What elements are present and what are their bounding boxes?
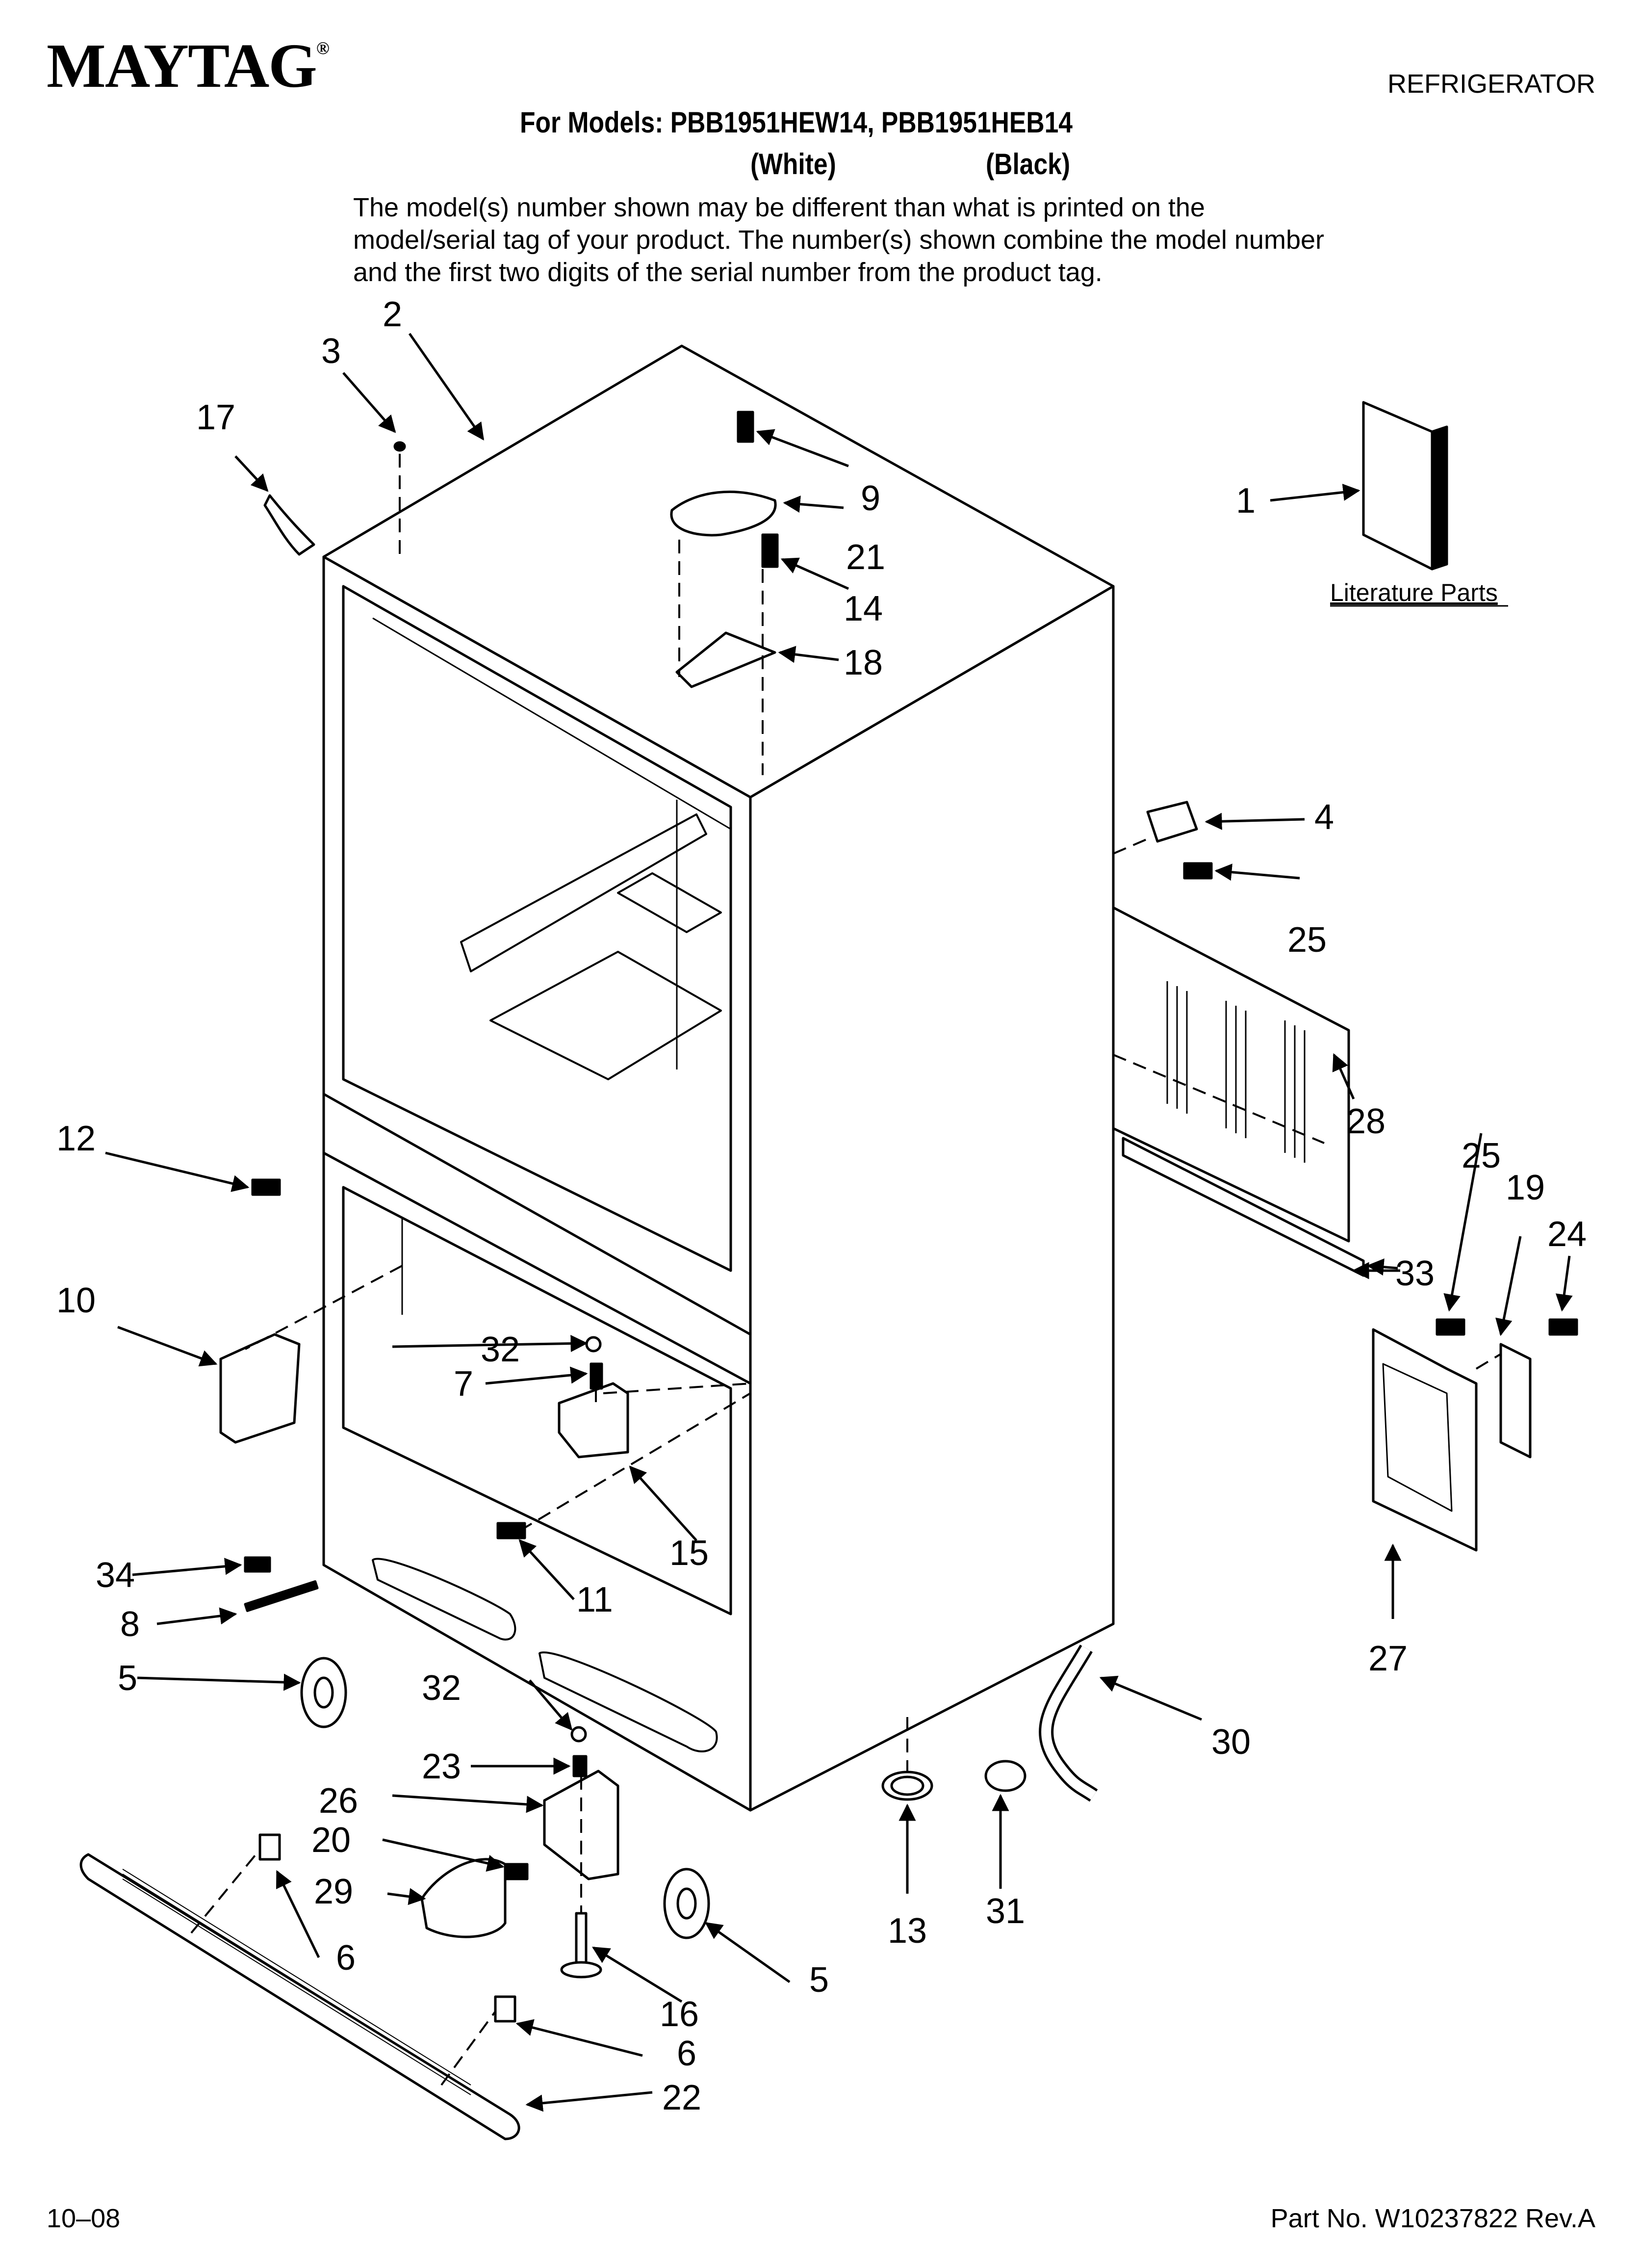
- callout-15: 15: [669, 1534, 709, 1573]
- callout-19: 19: [1506, 1168, 1545, 1207]
- callout-34: 34: [96, 1556, 135, 1595]
- callout-32b: 32: [481, 1330, 520, 1369]
- callout-25a: 25: [1287, 920, 1327, 960]
- category-label: REFRIGERATOR: [1387, 69, 1595, 99]
- callout-16: 16: [660, 1995, 699, 2034]
- callout-29: 29: [314, 1872, 353, 1911]
- grille-slats: [122, 1869, 471, 2095]
- callout-numbers: 1 2 3 4 5 5 6 6 7 8 9 10 11 12 13 14 15 …: [56, 295, 1587, 2117]
- callout-12: 12: [56, 1119, 96, 1158]
- callout-6a: 6: [336, 1938, 356, 1978]
- callout-6b: 6: [677, 2034, 696, 2073]
- fastener-screws: [244, 411, 1578, 1880]
- literature-parts-label: Literature Parts: [1330, 579, 1498, 606]
- callout-leaders: [105, 333, 1573, 2112]
- callout-23: 23: [422, 1747, 461, 1786]
- callout-22: 22: [662, 2078, 701, 2117]
- callout-7: 7: [454, 1364, 473, 1404]
- callout-1: 1: [1236, 481, 1256, 521]
- variant-white: (White): [750, 148, 836, 181]
- callout-18: 18: [844, 643, 883, 682]
- callout-28: 28: [1346, 1102, 1385, 1141]
- brand-logo: MAYTAG®: [47, 31, 330, 101]
- callout-2: 2: [383, 295, 402, 334]
- callout-31: 31: [986, 1892, 1025, 1931]
- callout-3: 3: [321, 332, 341, 371]
- callout-5b: 5: [809, 1960, 829, 2000]
- callout-11: 11: [576, 1580, 613, 1619]
- callout-26: 26: [319, 1781, 358, 1821]
- vent-louvers: [1166, 981, 1306, 1163]
- models-title: For Models: PBB1951HEW14, PBB1951HEB14: [520, 106, 1073, 139]
- model-number-note: The model(s) number shown may be differe…: [353, 193, 1324, 287]
- callout-20: 20: [311, 1821, 351, 1860]
- callout-13: 13: [888, 1911, 927, 1951]
- callout-30: 30: [1211, 1722, 1251, 1762]
- callout-8: 8: [120, 1605, 140, 1644]
- callout-27: 27: [1368, 1639, 1408, 1678]
- variant-black: (Black): [986, 148, 1071, 181]
- callout-25b: 25: [1462, 1136, 1501, 1175]
- callout-24: 24: [1547, 1215, 1587, 1254]
- part-number: Part No. W10237822 Rev.A: [1270, 2204, 1595, 2233]
- cabinet-drawing: [79, 344, 1578, 2140]
- revision-date: 10–08: [47, 2204, 121, 2233]
- callout-14: 14: [844, 589, 883, 628]
- callout-21: 21: [846, 538, 885, 577]
- callout-9: 9: [861, 479, 880, 518]
- guide-lines: [190, 454, 1502, 2086]
- callout-17: 17: [196, 398, 235, 437]
- callout-33: 33: [1395, 1254, 1435, 1293]
- callout-10: 10: [56, 1281, 96, 1320]
- callout-4: 4: [1314, 798, 1334, 837]
- callout-5a: 5: [118, 1659, 137, 1698]
- callout-32a: 32: [422, 1668, 461, 1708]
